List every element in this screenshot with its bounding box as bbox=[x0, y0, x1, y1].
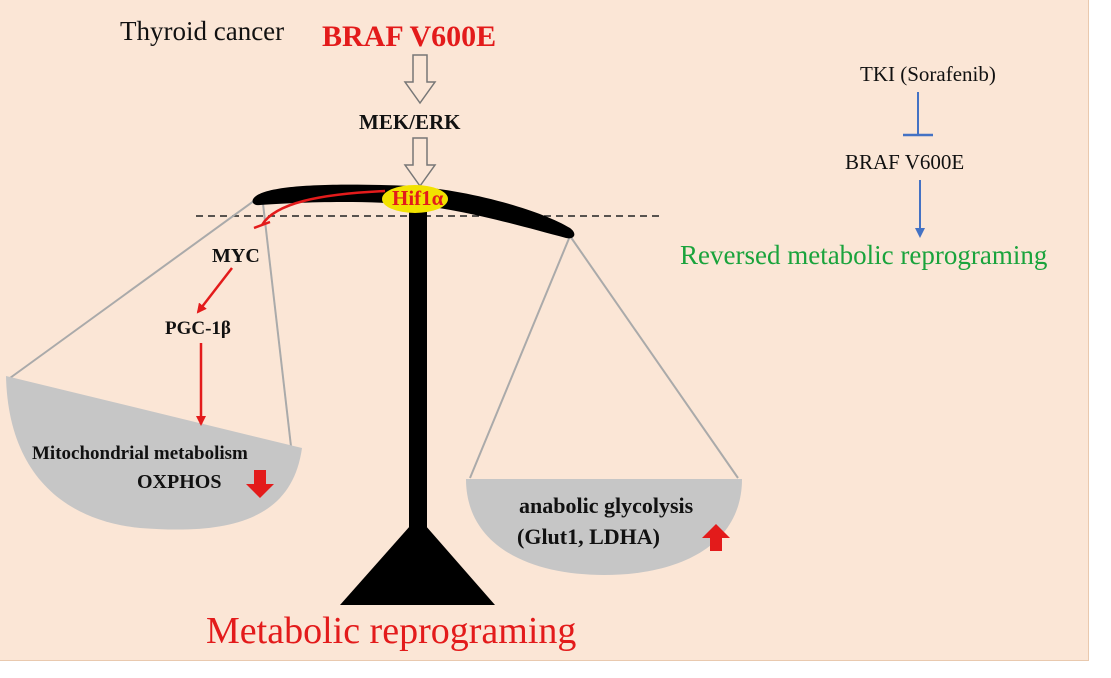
tki-label: TKI (Sorafenib) bbox=[860, 62, 996, 86]
myc-label: MYC bbox=[212, 245, 260, 267]
mito-metabolism-label: Mitochondrial metabolism bbox=[32, 443, 248, 464]
balance-post bbox=[409, 192, 427, 537]
left-pan-rope-inner bbox=[261, 194, 293, 456]
hif1a-label: Hif1α bbox=[392, 186, 444, 210]
red-up-arrow-icon bbox=[702, 524, 730, 551]
right-pan bbox=[466, 479, 742, 575]
balance-base bbox=[340, 517, 495, 605]
reversed-metabolic-reprograming-label: Reversed metabolic reprograming bbox=[680, 240, 1048, 270]
myc-to-pgc1b-arrow bbox=[196, 267, 233, 314]
anabolic-glycolysis-label: anabolic glycolysis bbox=[519, 493, 694, 518]
hif1a-to-myc-inhibition-line bbox=[260, 189, 386, 226]
hollow-arrow-braf-to-mek bbox=[403, 54, 437, 105]
thyroid-cancer-label: Thyroid cancer bbox=[120, 16, 285, 46]
myc-inhibition-bar bbox=[253, 220, 271, 230]
hif1a-highlight bbox=[382, 185, 448, 213]
right-pan-rope-right bbox=[569, 235, 739, 479]
left-pan bbox=[6, 376, 302, 530]
right-pan-rope-left bbox=[469, 235, 571, 479]
braf-v600e-right-label: BRAF V600E bbox=[845, 150, 965, 174]
metabolic-reprograming-label: Metabolic reprograming bbox=[206, 610, 577, 652]
braf-v600e-label: BRAF V600E bbox=[322, 20, 497, 53]
red-down-arrow-icon bbox=[246, 470, 274, 498]
left-pan-rope-outer bbox=[9, 194, 263, 379]
mek-erk-label: MEK/ERK bbox=[359, 110, 461, 134]
glut-ldha-label: (Glut1, LDHA) bbox=[517, 524, 660, 549]
hollow-arrow-mek-to-hif bbox=[403, 137, 437, 188]
pgc1b-label: PGC-1β bbox=[165, 318, 231, 339]
oxphos-label: OXPHOS bbox=[137, 471, 222, 493]
balance-beam bbox=[252, 184, 575, 239]
